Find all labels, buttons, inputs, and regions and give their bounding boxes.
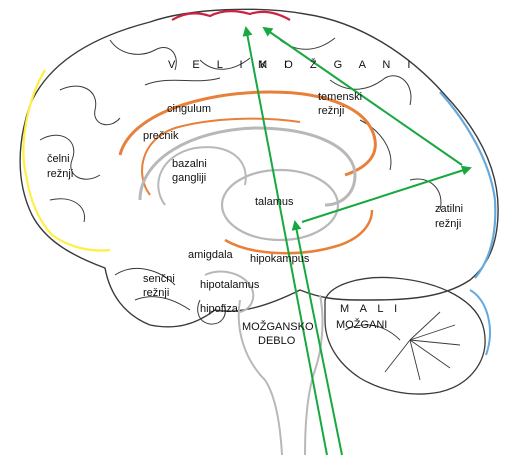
parietal-lobe-highlight [171, 10, 291, 21]
label-precnik: prečnik [143, 130, 179, 142]
label-talamus: talamus [255, 196, 294, 208]
hippocampus-arc [224, 209, 374, 255]
label-celni-1: čelni [47, 153, 70, 165]
label-veliki: V E L I K I [168, 59, 294, 71]
occipital-lobe-highlight [439, 91, 497, 279]
label-bazalni: bazalni [172, 158, 207, 170]
cerebellum-occipital-edge [469, 289, 491, 356]
cingulum-inner [141, 117, 301, 196]
label-temenski-2: režnji [318, 105, 344, 117]
basal-ganglia [157, 146, 247, 206]
label-celni-2: režnji [47, 168, 73, 180]
arrow-to-occipital [301, 165, 472, 223]
gyri-lines [39, 37, 442, 311]
label-sencni-1: senčni [143, 273, 175, 285]
label-hipotalamus: hipotalamus [200, 279, 260, 291]
label-sencni-2: režnji [143, 287, 169, 299]
thalamus [220, 168, 340, 242]
arrows [242, 26, 472, 456]
cerebellum-folia [344, 311, 461, 381]
frontal-lobe-highlight [22, 69, 111, 252]
label-mozgani: M O Ž G A N I [258, 58, 417, 71]
label-mozgansko: MOŽGANSKO [242, 320, 314, 333]
cingulum [118, 90, 377, 177]
label-hipokampus: hipokampus [250, 253, 310, 265]
label-temenski-1: temenski [318, 91, 362, 103]
pituitary [197, 299, 226, 325]
label-zatilni-2: režnji [435, 218, 461, 230]
arrow-to-parietal [242, 26, 328, 456]
arrow-up-to-thalamus [291, 220, 343, 456]
label-cingulum: cingulum [167, 103, 211, 115]
brainstem [237, 294, 324, 456]
label-mali-mozgani: MOŽGANI [336, 318, 387, 331]
label-mali: M A L I [340, 303, 401, 315]
label-zatilni-1: zatilni [435, 203, 463, 215]
arrow-occipital-to-parietal [262, 26, 463, 166]
cerebellum-outline [324, 276, 486, 395]
corpus-callosum [138, 126, 357, 207]
hypothalamus [204, 270, 255, 313]
label-amigdala: amigdala [188, 249, 234, 261]
label-hipofiza: hipofiza [200, 303, 239, 315]
label-deblo: DEBLO [258, 335, 296, 347]
cerebrum-outline [19, 8, 499, 328]
label-gangliji: gangliji [172, 172, 206, 184]
